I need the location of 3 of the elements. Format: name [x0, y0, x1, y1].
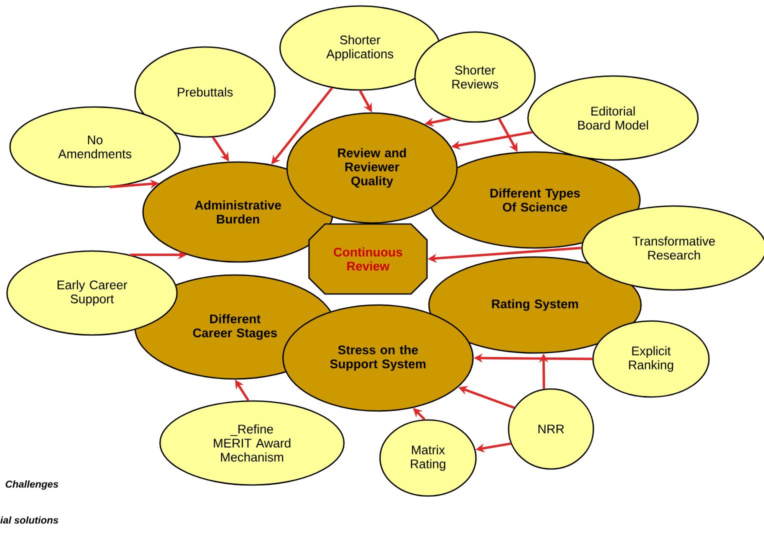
review-octagon: Continuous Review — [308, 223, 428, 295]
legend-text: Challenges — [6, 480, 58, 490]
legend-text: ial solutions — [0, 516, 58, 524]
